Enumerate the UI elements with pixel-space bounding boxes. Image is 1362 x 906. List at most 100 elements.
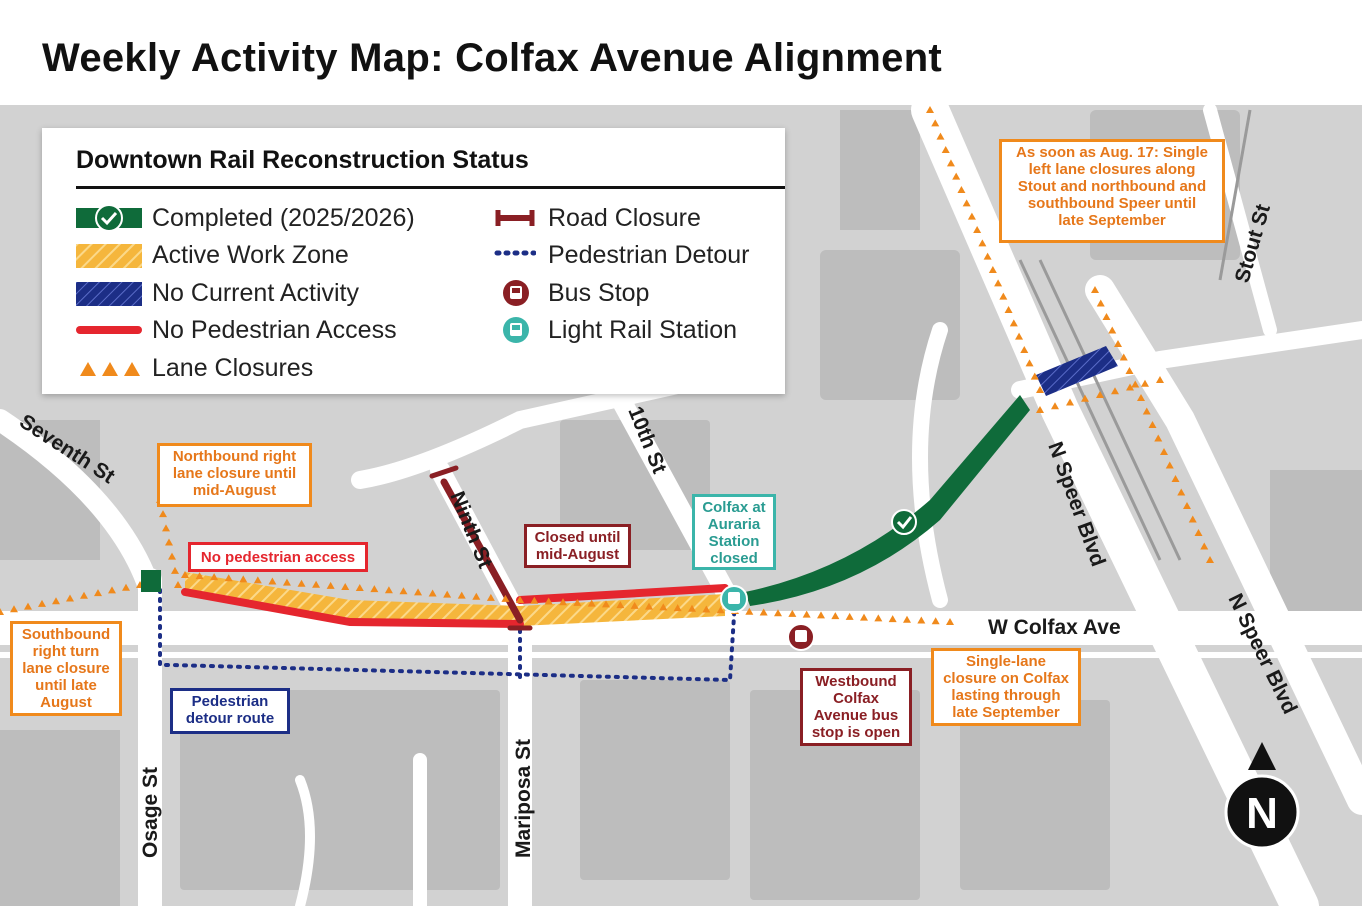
lane-closure-mark [1108, 326, 1117, 334]
osage-completed-marker [141, 570, 161, 592]
lane-closure-mark [326, 581, 335, 589]
lane-closure-mark [688, 604, 696, 612]
lane-closure-mark [957, 186, 966, 193]
lane-closure-mark [967, 212, 976, 220]
lane-closure-mark [24, 602, 32, 610]
lane-closure-mark [952, 172, 961, 180]
lane-closure-mark [168, 552, 176, 560]
no-ped-swatch [76, 326, 142, 334]
lane-closure-mark [1096, 299, 1105, 307]
lane-closure-mark [1030, 372, 1039, 380]
lane-closure-mark [341, 582, 350, 590]
lane-closure-mark [978, 239, 987, 247]
lane-closure-mark [181, 571, 189, 578]
lane-closure-mark [38, 599, 46, 607]
lane-closure-mark [66, 594, 74, 602]
lane-closure-mark [1126, 383, 1134, 391]
lane-closure-mark [962, 199, 971, 207]
road-closures [429, 465, 533, 631]
lane-closure-mark [802, 610, 811, 618]
rail-tracks [1018, 109, 1252, 561]
legend-completed: Completed (2025/2026) [152, 204, 415, 232]
lane-closure-mark [903, 615, 911, 623]
lane-closure-mark [645, 602, 653, 610]
lane-closure-mark [860, 613, 868, 621]
page-title: Weekly Activity Map: Colfax Avenue Align… [42, 36, 943, 80]
lane-closure-mark [994, 279, 1003, 287]
lane-closure-mark [931, 617, 940, 625]
lane-closure-mark [817, 611, 825, 619]
lane-closure-mark [988, 266, 997, 273]
street-label-colfax: W Colfax Ave [988, 616, 1121, 639]
lane-closure-mark [559, 598, 567, 606]
no-pedestrian-access-line [181, 584, 729, 628]
street-label-mariposa: Mariposa St [512, 739, 535, 858]
lane-closure-mark [224, 574, 233, 582]
callout-no-ped: No pedestrian access [188, 542, 368, 572]
lane-closure-mark [630, 601, 639, 609]
lane-closure-mark [1009, 319, 1018, 327]
lane-closure-mark [472, 592, 481, 600]
lane-closure-mark [162, 524, 170, 532]
lane-closure-mark [1015, 332, 1024, 340]
lane-closure-mark [80, 591, 88, 599]
legend-bus-stop: Bus Stop [548, 279, 650, 307]
lane-closure-mark [831, 612, 840, 620]
lane-closure-mark [1141, 379, 1149, 387]
lane-closure-mark [1188, 515, 1197, 523]
lane-closure-mark [399, 587, 408, 595]
lane-closure-mark [1036, 386, 1044, 393]
lane-closure-mark [1137, 394, 1145, 401]
lane-closure-mark [457, 591, 466, 599]
lane-closure-mark [774, 609, 782, 617]
lane-closure-mark [94, 589, 102, 597]
active-swatch [76, 244, 142, 268]
lane-closure-mark [845, 612, 854, 620]
lane-closure-mark [370, 585, 379, 593]
bus-stop-icon [787, 623, 815, 651]
lane-closure-mark [516, 596, 524, 603]
lane-closure-mark [1114, 340, 1122, 347]
completed-swatch [76, 204, 142, 232]
lane-closure-mark [673, 604, 682, 612]
lane-closure-mark [253, 576, 262, 584]
lane-closure-mark [1125, 367, 1134, 374]
lane-closure-mark [1156, 376, 1164, 383]
lane-closure-mark [1111, 387, 1119, 395]
lane-closure-mark [1206, 556, 1214, 563]
lane-closure-mark [936, 132, 945, 140]
rail-station-swatch [503, 317, 529, 343]
lane-closure-mark [355, 584, 364, 592]
lane-closure-mark [165, 538, 173, 546]
lane-closure-mark [384, 586, 393, 594]
lane-closure-mark [282, 578, 291, 586]
lane-closure-mark [159, 510, 167, 518]
lane-closure-mark [917, 616, 926, 624]
lane-closure-mark [745, 607, 754, 615]
legend-road-closure: Road Closure [548, 204, 701, 232]
no-current-activity-zone [1036, 346, 1118, 396]
lane-closure-swatch [80, 362, 140, 376]
lane-closure-mark [1148, 421, 1157, 428]
lane-closure-mark [1081, 394, 1089, 402]
lane-closure-mark [1142, 407, 1151, 415]
lane-closure-mark [1020, 346, 1029, 353]
lane-closure-mark [926, 106, 934, 113]
lane-closure-mark [544, 597, 553, 605]
lane-closure-mark [946, 159, 955, 167]
lane-closure-mark [414, 588, 423, 596]
lane-closure-mark [239, 575, 248, 583]
lane-closure-mark [122, 583, 130, 591]
lane-closure-mark [999, 292, 1008, 300]
lane-closure-mark [659, 603, 668, 611]
lane-closure-mark [1200, 542, 1209, 550]
lane-closure-mark [195, 572, 204, 580]
lane-closure-mark [702, 605, 711, 613]
lane-closure-mark [1036, 406, 1044, 413]
legend-active: Active Work Zone [152, 241, 349, 269]
